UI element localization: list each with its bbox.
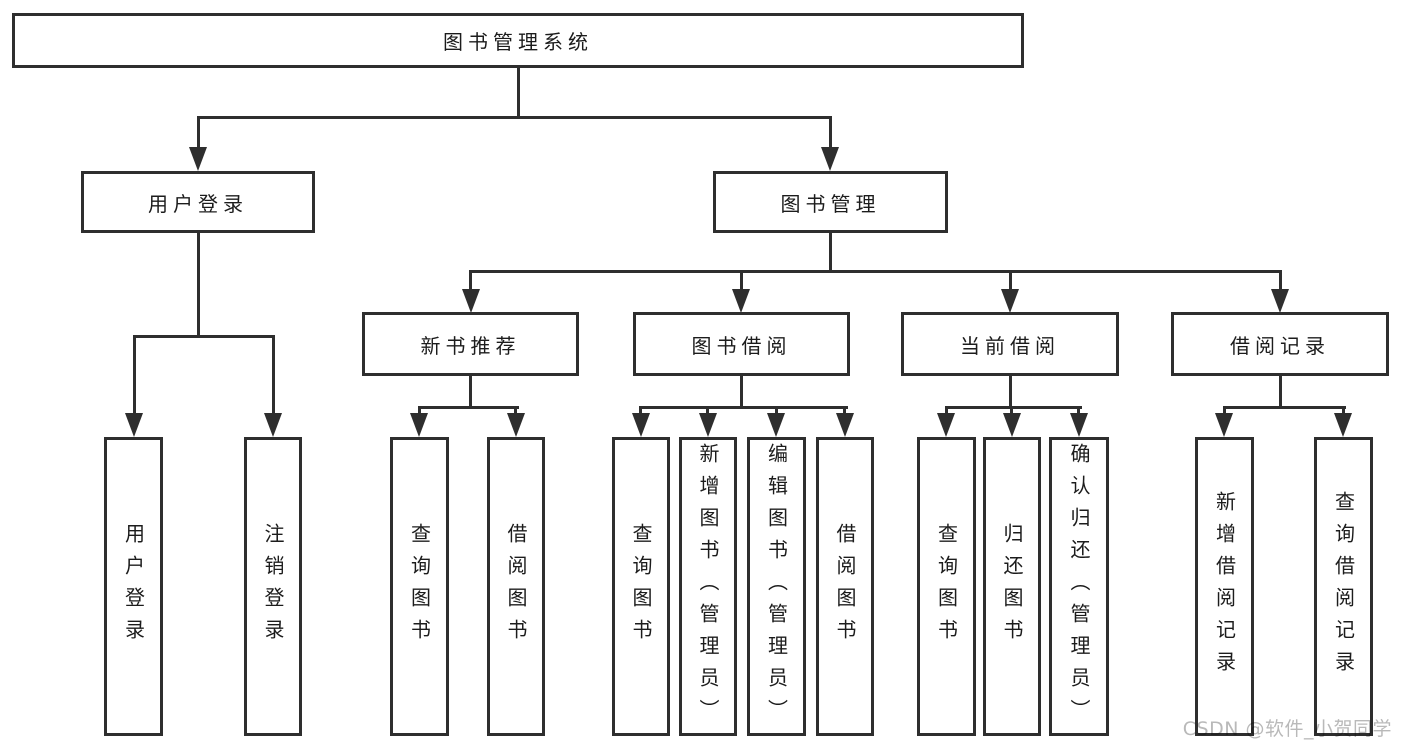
connector-line: [1009, 376, 1012, 408]
node-book-management: 图书管理: [713, 171, 948, 233]
leaf-query-books-recommend: 查询图书: [390, 437, 449, 736]
leaf-logout: 注销登录: [244, 437, 302, 736]
node-borrow-records: 借阅记录: [1171, 312, 1389, 376]
arrowhead-down-icon: [507, 413, 525, 437]
arrowhead-down-icon: [1070, 413, 1088, 437]
connector-line: [418, 406, 421, 415]
arrowhead-down-icon: [264, 413, 282, 437]
connector-line: [418, 406, 519, 409]
leaf-label: 用户登录: [121, 522, 146, 651]
arrowhead-down-icon: [410, 413, 428, 437]
csdn-watermark: CSDN @软件_小贺同学: [1182, 718, 1392, 740]
arrowhead-down-icon: [767, 413, 785, 437]
connector-line: [469, 270, 472, 290]
connector-line: [1342, 406, 1345, 415]
arrowhead-down-icon: [836, 413, 854, 437]
leaf-add-book-admin: 新增图书（管理员）: [679, 437, 737, 736]
connector-line: [945, 406, 948, 415]
leaf-label: 注销登录: [261, 522, 285, 651]
arrowhead-down-icon: [189, 147, 207, 171]
connector-line: [829, 116, 832, 149]
connector-line: [1279, 270, 1282, 290]
connector-line: [1223, 406, 1346, 409]
node-user-login: 用户登录: [81, 171, 315, 233]
connector-line: [706, 406, 709, 415]
arrowhead-down-icon: [1003, 413, 1021, 437]
connector-line: [197, 233, 200, 337]
leaf-user-login: 用户登录: [104, 437, 163, 736]
node-current-borrow: 当前借阅: [901, 312, 1119, 376]
arrowhead-down-icon: [632, 413, 650, 437]
connector-line: [1009, 270, 1012, 290]
leaf-query-borrow-record: 查询借阅记录: [1314, 437, 1373, 736]
leaf-edit-book-admin: 编辑图书（管理员）: [747, 437, 806, 736]
leaf-label: 查询借阅记录: [1331, 490, 1356, 683]
connector-line: [1010, 406, 1013, 415]
leaf-label: 确认归还（管理员）: [1067, 442, 1091, 731]
arrowhead-down-icon: [732, 289, 750, 313]
leaf-query-books-current: 查询图书: [917, 437, 976, 736]
leaf-add-borrow-record: 新增借阅记录: [1195, 437, 1254, 736]
leaf-label: 借阅图书: [833, 522, 857, 651]
leaf-confirm-return-admin: 确认归还（管理员）: [1049, 437, 1109, 736]
connector-line: [775, 406, 778, 415]
arrowhead-down-icon: [1215, 413, 1233, 437]
leaf-label: 查询图书: [934, 522, 959, 651]
leaf-label: 新增借阅记录: [1212, 490, 1237, 683]
connector-line: [829, 233, 832, 273]
leaf-borrow-books-recommend: 借阅图书: [487, 437, 545, 736]
node-book-borrow: 图书借阅: [633, 312, 850, 376]
arrowhead-down-icon: [1001, 289, 1019, 313]
leaf-label: 查询图书: [407, 522, 432, 651]
leaf-borrow-books: 借阅图书: [816, 437, 874, 736]
connector-line: [740, 270, 743, 290]
connector-line: [843, 406, 846, 415]
connector-line: [133, 335, 275, 338]
leaf-query-books-borrow: 查询图书: [612, 437, 670, 736]
connector-line: [514, 406, 517, 415]
leaf-label: 新增图书（管理员）: [696, 442, 720, 731]
leaf-label: 查询图书: [629, 522, 653, 651]
node-new-book-recommend: 新书推荐: [362, 312, 579, 376]
connector-line: [197, 116, 200, 149]
arrowhead-down-icon: [821, 147, 839, 171]
arrowhead-down-icon: [462, 289, 480, 313]
connector-line: [1077, 406, 1080, 415]
connector-line: [272, 335, 275, 414]
arrowhead-down-icon: [1271, 289, 1289, 313]
connector-line: [197, 116, 832, 119]
arrowhead-down-icon: [937, 413, 955, 437]
arrowhead-down-icon: [1334, 413, 1352, 437]
leaf-return-book: 归还图书: [983, 437, 1041, 736]
arrowhead-down-icon: [699, 413, 717, 437]
connector-line: [133, 335, 136, 414]
connector-line: [1223, 406, 1226, 415]
connector-line: [517, 68, 520, 118]
connector-line: [639, 406, 848, 409]
connector-line: [639, 406, 642, 415]
connector-line: [1279, 376, 1282, 408]
connector-line: [469, 270, 1282, 273]
node-root-library-system: 图书管理系统: [12, 13, 1024, 68]
arrowhead-down-icon: [125, 413, 143, 437]
leaf-label: 编辑图书（管理员）: [764, 442, 789, 731]
leaf-label: 借阅图书: [504, 522, 528, 651]
connector-line: [945, 406, 1082, 409]
connector-line: [740, 376, 743, 408]
leaf-label: 归还图书: [1000, 522, 1024, 651]
connector-line: [469, 376, 472, 408]
